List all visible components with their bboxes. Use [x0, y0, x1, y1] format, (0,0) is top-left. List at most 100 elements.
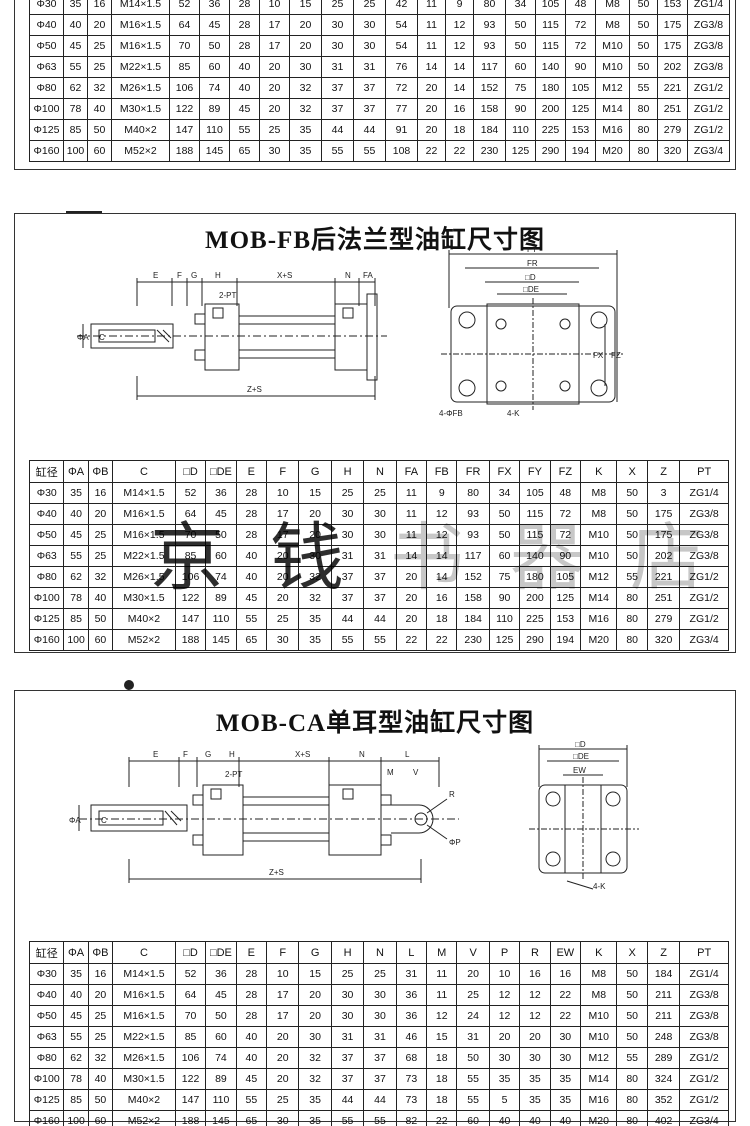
table-cell: 125 — [488, 629, 521, 651]
table-cell: M30×1.5 — [112, 587, 176, 609]
table-cell: 50 — [616, 545, 648, 567]
table-cell: 40 — [87, 98, 112, 120]
table-cell: M16 — [580, 1089, 618, 1111]
table-cell: 15 — [426, 1026, 458, 1048]
table-cell: 20 — [417, 119, 446, 141]
table-cell: 125 — [505, 140, 536, 162]
table-cell: 45 — [205, 984, 237, 1006]
mob-fb-title: MOB-FB后法兰型油缸尺寸图 — [205, 227, 545, 254]
table-cell: 402 — [646, 1110, 681, 1126]
table-cell: 145 — [205, 629, 237, 651]
table-cell: ZG3/8 — [679, 1005, 729, 1027]
table-cell: 35 — [549, 1068, 582, 1090]
table-cell: 62 — [63, 566, 89, 588]
table-cell: 279 — [657, 119, 688, 141]
table-cell: 50 — [616, 503, 648, 525]
table-cell: 25 — [353, 0, 386, 15]
table-cell: 60 — [87, 1110, 114, 1126]
table-cell: 37 — [330, 587, 365, 609]
table-cell: 30 — [363, 503, 397, 525]
table-cell: 175 — [646, 524, 681, 546]
table-cell: 36 — [395, 984, 428, 1006]
table-cell: 16 — [519, 963, 551, 985]
table-cell: 221 — [646, 566, 681, 588]
column-header: Z — [646, 460, 681, 483]
table-cell: 40 — [229, 56, 260, 78]
table-cell: 100 — [63, 629, 89, 651]
table-cell: M8 — [580, 503, 618, 525]
table-cell: 37 — [330, 1068, 365, 1090]
table-cell: 20 — [266, 587, 300, 609]
ca-label-d: □D — [575, 741, 586, 749]
table-cell: 22 — [549, 1005, 582, 1027]
table-cell: 25 — [363, 482, 397, 504]
table-cell: 289 — [646, 1047, 681, 1069]
table-cell: 28 — [235, 963, 268, 985]
table-cell: 147 — [174, 1089, 207, 1111]
table-cell: 28 — [235, 482, 268, 504]
table-cell: 37 — [363, 1068, 397, 1090]
table-cell: 32 — [87, 1047, 114, 1069]
table-cell: 25 — [363, 963, 397, 985]
table-cell: 20 — [289, 35, 322, 57]
table-cell: 85 — [169, 56, 200, 78]
column-header: X — [616, 460, 648, 483]
table-cell: 17 — [259, 14, 290, 36]
table-cell: 20 — [519, 1026, 551, 1048]
table-cell: 40 — [229, 77, 260, 99]
table-cell: 110 — [205, 1089, 237, 1111]
table-cell: 9 — [426, 482, 458, 504]
table-cell: 194 — [565, 140, 596, 162]
table-cell: 180 — [535, 77, 566, 99]
table-cell: 80 — [473, 0, 506, 15]
table-cell: 28 — [229, 14, 260, 36]
column-header: FZ — [549, 460, 582, 483]
table-cell: 45 — [199, 14, 230, 36]
table-cell: 10 — [259, 0, 290, 15]
table-cell: 36 — [199, 0, 230, 15]
table-cell: 106 — [174, 566, 207, 588]
table-cell: 32 — [298, 1047, 332, 1069]
table-cell: ZG1/4 — [687, 0, 730, 15]
table-cell: 25 — [87, 35, 112, 57]
table-cell: 50 — [205, 524, 237, 546]
table-cell: 44 — [330, 1089, 365, 1111]
table-cell: 50 — [616, 524, 648, 546]
table-cell: ZG1/2 — [679, 1047, 729, 1069]
table-cell: 11 — [395, 482, 428, 504]
table-cell: M26×1.5 — [112, 566, 176, 588]
table-cell: 28 — [235, 1005, 268, 1027]
table-cell: 30 — [289, 56, 322, 78]
table-cell: 74 — [205, 566, 237, 588]
table-cell: 50 — [505, 35, 536, 57]
table-cell: ZG3/4 — [679, 629, 729, 651]
table-cell: 50 — [616, 1005, 648, 1027]
table-cell: 50 — [616, 1026, 648, 1048]
table-cell: 85 — [174, 545, 207, 567]
table-cell: M16 — [580, 608, 618, 630]
fb-label-c: C — [99, 333, 105, 342]
table-cell: M10 — [580, 1026, 618, 1048]
table-cell: 30 — [330, 984, 365, 1006]
table-cell: 158 — [456, 587, 490, 609]
table-cell: Φ80 — [29, 77, 64, 99]
table-cell: 100 — [63, 140, 88, 162]
table-cell: 25 — [330, 482, 365, 504]
table-cell: 12 — [445, 14, 474, 36]
table-cell: 65 — [229, 140, 260, 162]
table-cell: 20 — [87, 14, 112, 36]
table-cell: 46 — [395, 1026, 428, 1048]
table-cell: 60 — [205, 1026, 237, 1048]
table-cell: 40 — [235, 545, 268, 567]
table-cell: 20 — [259, 98, 290, 120]
table-cell: 230 — [456, 629, 490, 651]
table-cell: 22 — [426, 1110, 458, 1126]
